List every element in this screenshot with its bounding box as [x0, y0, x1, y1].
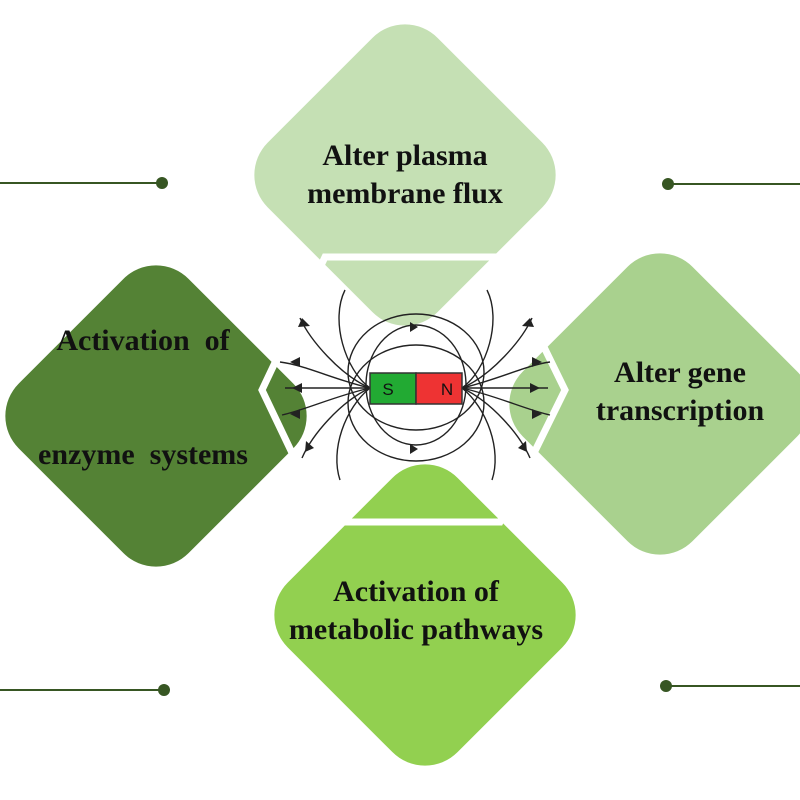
diamond-right-line2: transcription	[595, 394, 765, 427]
bar-magnet-icon: S N	[369, 372, 463, 405]
diamond-right-line1: Alter gene	[614, 356, 746, 389]
connector-dot-bottom-right	[660, 680, 672, 692]
connector-dot-bottom-left	[158, 684, 170, 696]
diamond-right	[509, 253, 800, 555]
diamond-left	[5, 265, 307, 567]
diamond-left-label: Activation of enzyme systems	[38, 246, 248, 550]
center-hexagon	[258, 253, 569, 526]
magnet-south-label: S	[382, 380, 393, 399]
diamond-top-label: Alter plasma membrane flux	[307, 137, 503, 213]
diamond-bottom	[274, 464, 576, 766]
diamond-left-line1: Activation of	[56, 324, 230, 357]
connectors	[0, 177, 800, 696]
field-arrows	[290, 318, 542, 454]
connector-dot-top-right	[662, 178, 674, 190]
diamond-right-label: Alter gene transcription	[596, 354, 764, 430]
diamond-top-line2: membrane flux	[307, 177, 503, 210]
diamond-top	[254, 24, 556, 326]
magnet-south-pole	[369, 372, 417, 405]
connector-dot-top-left	[156, 177, 168, 189]
diamond-bottom-label: Activation of metabolic pathways	[289, 573, 543, 649]
diamond-left-line2: enzyme systems	[38, 438, 248, 471]
diamond-top-line1: Alter plasma	[322, 139, 488, 172]
magnet-north-label: N	[441, 380, 453, 399]
diamond-bottom-line2: metabolic pathways	[288, 613, 544, 646]
diamond-bottom-line1: Activation of	[333, 575, 499, 608]
magnet-north-pole	[415, 372, 463, 405]
